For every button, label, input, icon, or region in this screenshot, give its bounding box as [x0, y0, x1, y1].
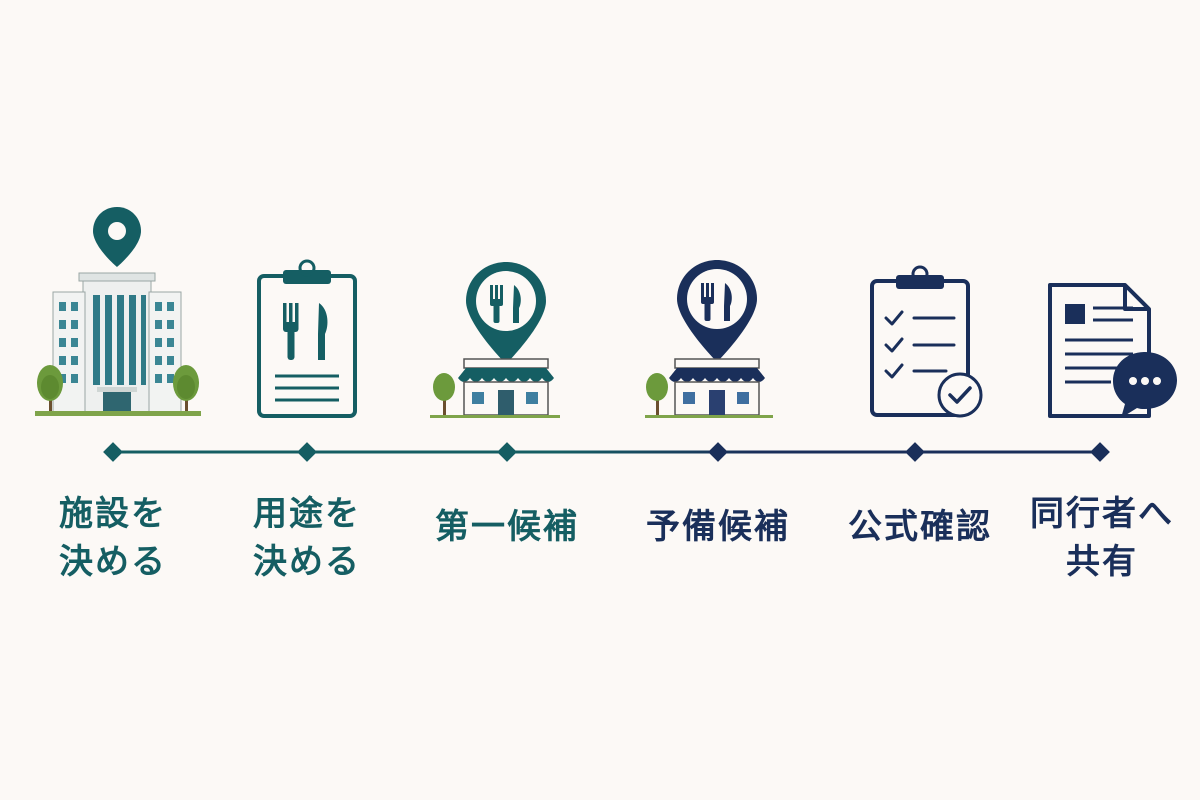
- step-label-1: 施設を 決める: [59, 494, 167, 582]
- document-chat-share-icon: [1048, 283, 1177, 418]
- restaurant-pin-storefront-icon: [645, 260, 773, 418]
- checklist-clipboard-icon: [870, 265, 983, 418]
- step-label-5: 公式確認: [848, 507, 992, 547]
- step-label-6: 同行者へ 共有: [1030, 494, 1174, 582]
- timeline-node-1: [103, 442, 123, 462]
- timeline-node-3: [497, 442, 517, 462]
- step-label-2: 用途を 決める: [253, 494, 361, 582]
- clipboard-fork-knife-icon: [257, 259, 357, 418]
- restaurant-pin-storefront-icon: [430, 262, 560, 418]
- timeline-node-2: [297, 442, 317, 462]
- timeline-node-6: [1090, 442, 1110, 462]
- building-with-location-pin-icon: [35, 207, 201, 416]
- step-label-3: 第一候補: [435, 507, 579, 547]
- timeline-node-4: [708, 442, 728, 462]
- timeline-node-5: [905, 442, 925, 462]
- step-label-4: 予備候補: [646, 507, 790, 547]
